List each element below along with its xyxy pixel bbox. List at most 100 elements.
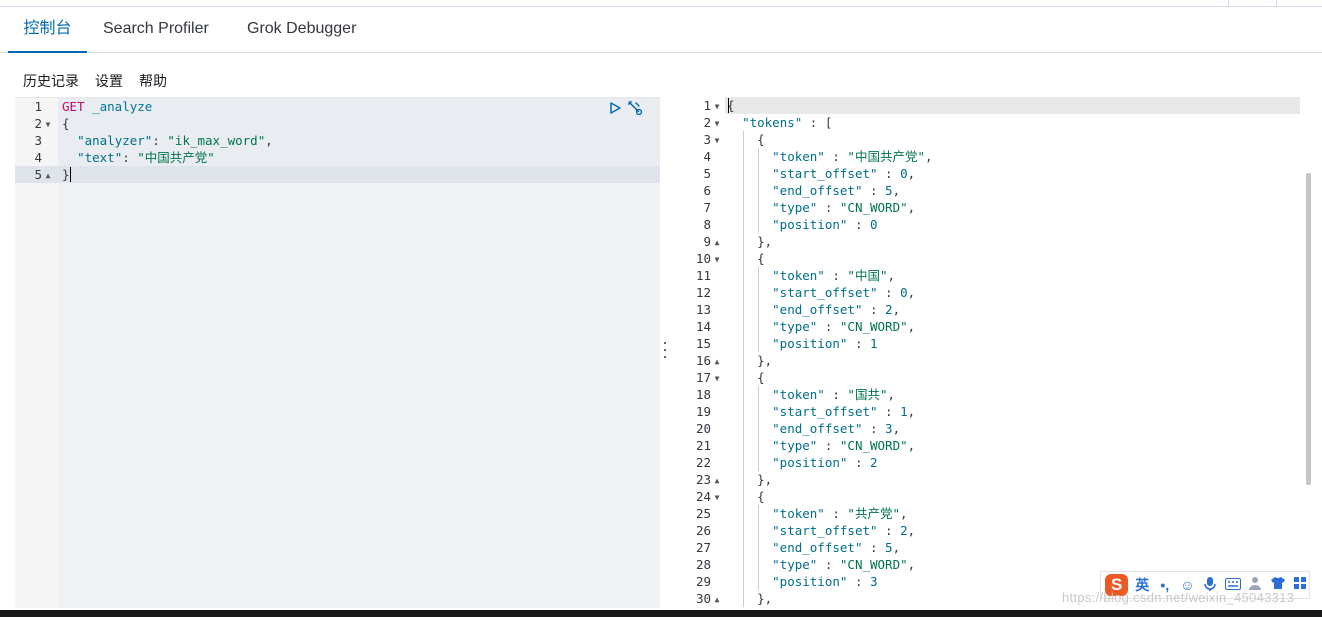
code-line: "end_offset" : 3, [772, 421, 901, 436]
fold-up-icon[interactable]: ▲ [714, 357, 720, 366]
sogou-logo[interactable]: S [1105, 574, 1129, 596]
code-text: { [62, 116, 70, 131]
line-number: 21 [673, 437, 725, 454]
fold-up-icon[interactable]: ▲ [714, 595, 720, 604]
resizer-dot [664, 356, 666, 358]
line-number-text: 22 [695, 455, 711, 470]
top-strip [0, 0, 1322, 7]
line-number: 29 [673, 573, 725, 590]
line-number: 1 [34, 99, 42, 114]
line-number: 2▼ [673, 114, 725, 131]
code-line: "token" : "中国共产党", [772, 149, 933, 164]
tab-bar: 控制台 Search Profiler Grok Debugger [0, 7, 1322, 53]
panel-resizer[interactable] [662, 342, 668, 358]
line-number: 17▼ [673, 369, 725, 386]
line-number-text: 2 [34, 116, 42, 131]
line-number-text: 19 [695, 404, 711, 419]
line-number-text: 21 [695, 438, 711, 453]
request-editor[interactable]: 1 2▼ 3 4 5▲ GET _analyze { "analyzer": "… [15, 97, 660, 608]
line-number: 15 [673, 335, 725, 352]
line-number: 18 [673, 386, 725, 403]
json-sep: : [122, 150, 138, 165]
microphone-icon[interactable] [1201, 576, 1219, 594]
line-number: 3 [34, 133, 42, 148]
line-number-text: 9 [703, 234, 711, 249]
json-string: "ik_max_word" [167, 133, 266, 148]
fold-down-icon[interactable]: ▼ [714, 493, 720, 502]
wrench-icon[interactable] [626, 99, 643, 116]
settings-menu-item[interactable]: 设置 [95, 73, 123, 89]
fold-down-icon[interactable]: ▼ [45, 120, 51, 129]
fold-up-icon[interactable]: ▲ [45, 171, 51, 180]
code-line: "tokens" : [ [742, 115, 833, 130]
fold-up-icon[interactable]: ▲ [714, 476, 720, 485]
line-number: 13 [673, 301, 725, 318]
line-number: 26 [673, 522, 725, 539]
active-line-gutter [15, 166, 58, 183]
tab-grok-debugger[interactable]: Grok Debugger [247, 20, 357, 37]
ime-toolbar: S 英 •, ☺ [1100, 571, 1310, 599]
top-divider [1228, 0, 1229, 7]
line-number-text: 26 [695, 523, 711, 538]
play-icon[interactable] [608, 101, 622, 115]
tab-console[interactable]: 控制台 [8, 7, 87, 53]
line-number-text: 5 [34, 167, 42, 182]
code-line: "type" : "CN_WORD", [772, 438, 916, 453]
active-line [58, 166, 660, 183]
json-sep: : [152, 133, 168, 148]
json-comma: , [265, 133, 273, 148]
fold-down-icon[interactable]: ▼ [714, 119, 720, 128]
code-line: "type" : "CN_WORD", [772, 319, 916, 334]
code-line: { [727, 370, 765, 385]
user-icon[interactable] [1246, 576, 1264, 594]
code-line: "start_offset" : 0, [772, 285, 916, 300]
line-number: 28 [673, 556, 725, 573]
response-editor-body[interactable]: { "tokens" : [ { "token" : "中国共产党", "sta… [725, 97, 1310, 608]
line-number: 25 [673, 505, 725, 522]
fold-down-icon[interactable]: ▼ [714, 102, 720, 111]
code-line: { [727, 489, 765, 504]
code-line: "position" : 0 [772, 217, 878, 232]
code-line: "position" : 2 [772, 455, 878, 470]
request-editor-body[interactable]: GET _analyze { "analyzer": "ik_max_word"… [58, 98, 660, 608]
code-line: "position" : 3 [772, 574, 878, 589]
skin-icon[interactable] [1269, 576, 1287, 594]
line-number: 20 [673, 420, 725, 437]
code-line: }, [727, 234, 773, 249]
line-number-text: 23 [695, 472, 711, 487]
text-cursor [70, 167, 71, 182]
emoji-icon[interactable]: ☺ [1180, 577, 1195, 593]
code-line: "end_offset" : 5, [772, 183, 901, 198]
history-menu-item[interactable]: 历史记录 [23, 73, 79, 89]
line-number: 11 [673, 267, 725, 284]
code-line: { [727, 251, 765, 266]
tab-search-profiler[interactable]: Search Profiler [103, 20, 209, 37]
code-line: } [62, 166, 70, 183]
code-line: "token" : "国共", [772, 387, 896, 402]
fold-down-icon[interactable]: ▼ [714, 136, 720, 145]
fold-down-icon[interactable]: ▼ [714, 255, 720, 264]
resizer-dot [664, 349, 666, 351]
watermark: https://blog.csdn.net/weixin_45043313 [1062, 590, 1295, 605]
line-number: 22 [673, 454, 725, 471]
line-number: 4 [673, 148, 725, 165]
text-cursor [728, 98, 729, 113]
response-scrollbar[interactable] [1306, 173, 1311, 485]
help-menu-item[interactable]: 帮助 [139, 73, 167, 89]
line-number: 27 [673, 539, 725, 556]
line-number-text: 13 [695, 302, 711, 317]
input-mode-toggle[interactable]: 英 [1135, 577, 1150, 593]
fold-up-icon[interactable]: ▲ [714, 238, 720, 247]
keyboard-icon[interactable] [1224, 576, 1242, 594]
fold-down-icon[interactable]: ▼ [714, 374, 720, 383]
line-number-text: 24 [695, 489, 711, 504]
grid-icon[interactable] [1291, 576, 1309, 594]
line-number: 12 [673, 284, 725, 301]
active-line [725, 97, 1300, 114]
json-key: "text" [77, 150, 123, 165]
punctuation-icon[interactable]: •, [1160, 577, 1170, 593]
indent-guide [758, 505, 760, 590]
line-number-text: 3 [703, 132, 711, 147]
